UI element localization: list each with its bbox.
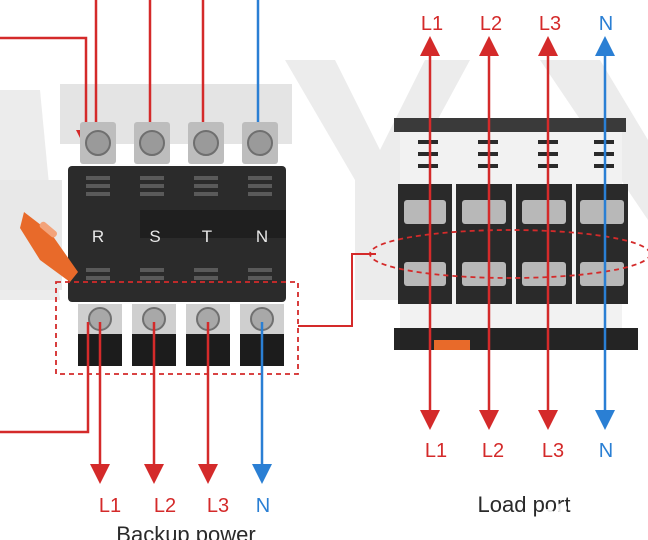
output-terminal-highlight [55, 281, 299, 375]
load-port-caption: Load port [478, 492, 571, 517]
backup-label-l1: L1 [99, 495, 121, 517]
load-contact-highlight [369, 229, 648, 279]
phase-mark-n: N [256, 227, 268, 246]
load-top-label-l3: L3 [539, 13, 561, 35]
top-terminals [80, 122, 278, 164]
phase-mark-r: R [92, 227, 104, 246]
backup-label-n: N [256, 495, 270, 517]
load-port-wires [420, 36, 615, 430]
load-top-label-l1: L1 [421, 13, 443, 35]
load-unit-release-tab [434, 340, 470, 350]
backup-label-l3: L3 [207, 495, 229, 517]
watermark-text: Avito [576, 506, 625, 528]
load-top-label-l2: L2 [480, 13, 502, 35]
phase-mark-t: T [202, 227, 212, 246]
top-feed-wires [0, 0, 268, 150]
backup-power-wires [0, 322, 272, 484]
switch-vent-slots [86, 176, 272, 280]
load-unit-top-rail [394, 118, 626, 132]
load-bottom-label-l3: L3 [542, 440, 564, 462]
bottom-terminals [78, 304, 284, 366]
load-bottom-label-n: N [599, 440, 613, 462]
avito-watermark: Avito [541, 503, 625, 531]
backup-power-caption: Backup power [116, 522, 255, 540]
highlight-connector-line [298, 253, 376, 327]
load-bottom-label-l2: L2 [482, 440, 504, 462]
switch-handle-icon[interactable] [20, 212, 78, 282]
load-bottom-label-l1: L1 [425, 440, 447, 462]
load-top-label-n: N [599, 13, 613, 35]
phase-mark-s: S [149, 227, 160, 246]
handle-slot [39, 221, 58, 238]
switch-label-band [140, 210, 286, 238]
backup-label-l2: L2 [154, 495, 176, 517]
